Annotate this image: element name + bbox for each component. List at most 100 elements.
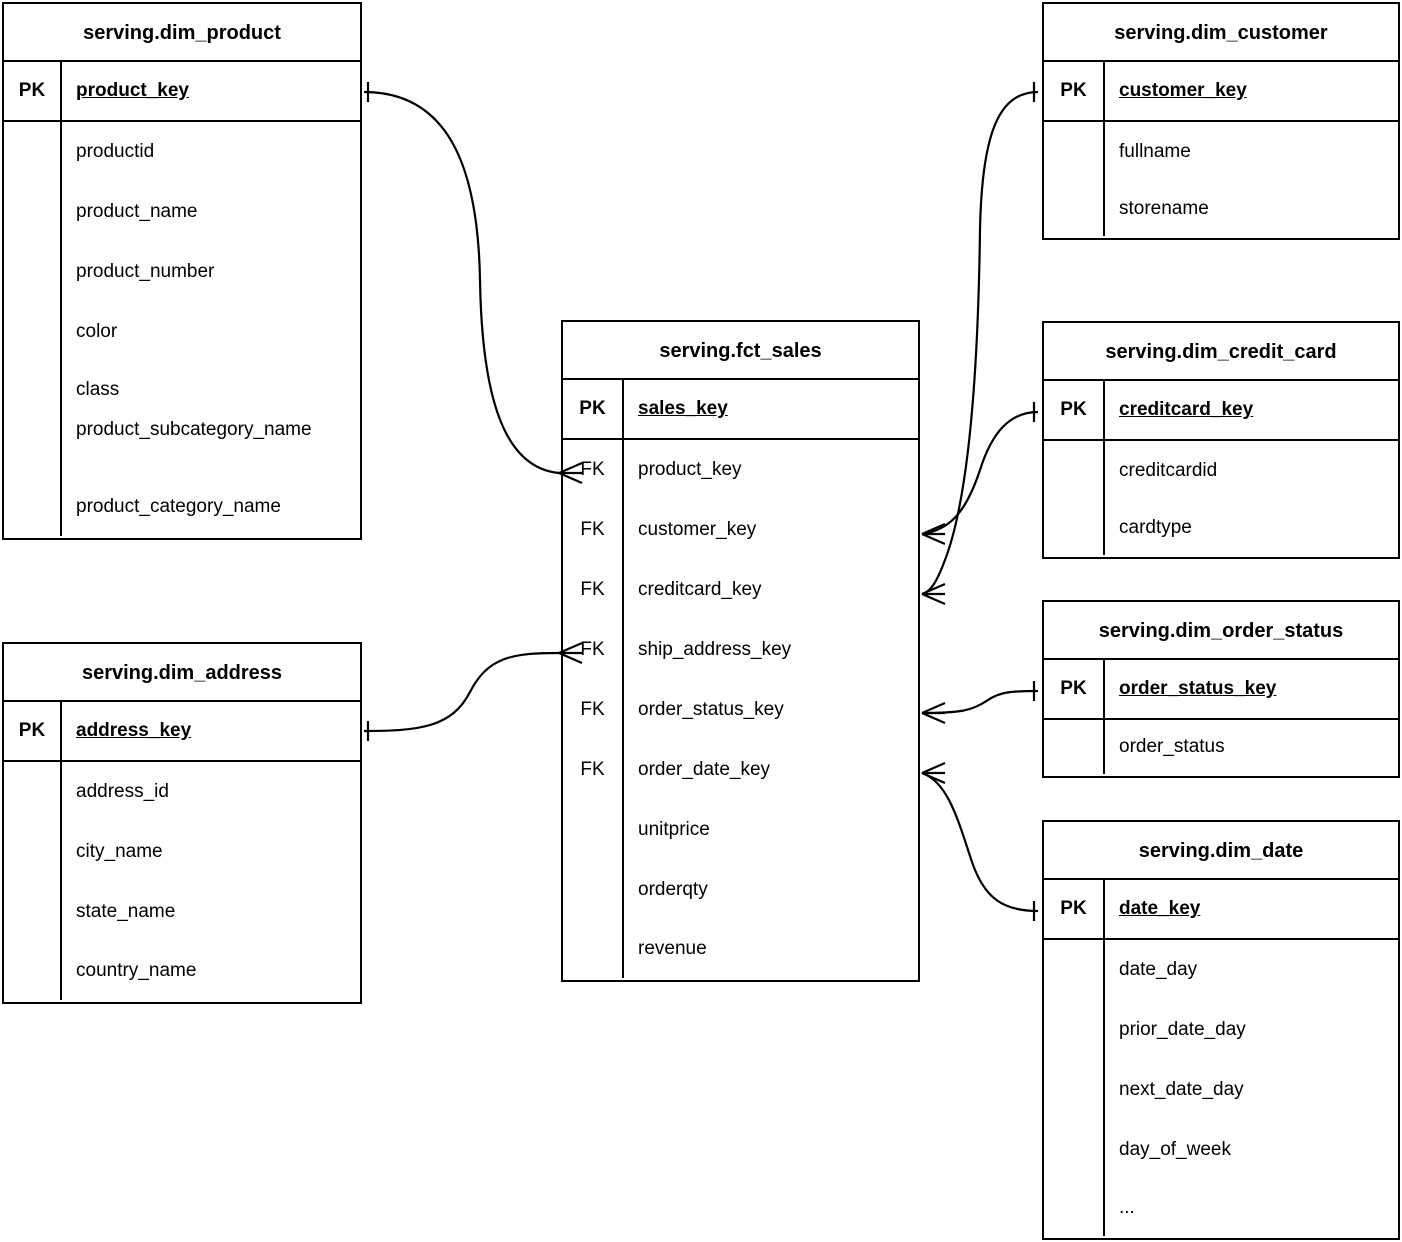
attribute-dim-credit-card-cardtype: cardtype — [1119, 517, 1192, 538]
entity-title-dim-product: serving.dim_product — [4, 4, 360, 62]
pk-row-dim-address: PK address_key — [4, 702, 360, 762]
relationship-creditcard — [921, 402, 1039, 546]
attribute-keycol-dim-address — [4, 762, 62, 1000]
entity-dim-product[interactable]: serving.dim_product PK product_key produ… — [2, 2, 362, 540]
rel-customer-line — [921, 90, 1039, 596]
fk-badge-fct-sales-customer-key: FK — [580, 519, 605, 540]
attribute-list-dim-order-status: order_status — [1105, 720, 1398, 774]
pk-row-dim-date: PK date_key — [1044, 880, 1398, 940]
pk-field-fct-sales-sales-key: sales_key — [638, 398, 728, 419]
pk-badge-dim-customer: PK — [1044, 62, 1105, 120]
entity-title-dim-address: serving.dim_address — [4, 644, 360, 702]
pk-row-dim-customer: PK customer_key — [1044, 62, 1398, 122]
fk-field-fct-sales-order-status-key: order_status_key — [638, 699, 784, 720]
relationship-orderstatus — [921, 681, 1039, 725]
attribute-dim-date-ellipsis: ... — [1119, 1197, 1135, 1218]
attribute-dim-address-country-name: country_name — [76, 960, 197, 981]
pk-field-dim-credit-card-creditcard-key: creditcard_key — [1119, 399, 1254, 420]
attribute-dim-date-next-date-day: next_date_day — [1119, 1079, 1244, 1100]
entity-title-dim-order-status: serving.dim_order_status — [1044, 602, 1398, 660]
attribute-list-dim-date: date_day prior_date_day next_date_day da… — [1105, 940, 1398, 1236]
attribute-dim-order-status-order-status: order_status — [1119, 736, 1225, 757]
entity-title-dim-date: serving.dim_date — [1044, 822, 1398, 880]
attribute-dim-product-product-subcategory-name: product_subcategory_name — [62, 417, 360, 479]
attribute-list-dim-customer: fullname storename — [1105, 122, 1398, 236]
entity-dim-order-status[interactable]: serving.dim_order_status PK order_status… — [1042, 600, 1400, 778]
attribute-keycol-dim-product — [4, 122, 62, 536]
pk-field-dim-customer-customer-key: customer_key — [1119, 80, 1247, 101]
entity-fct-sales[interactable]: serving.fct_sales PK sales_key FK FK FK … — [561, 320, 920, 982]
pk-badge-fct-sales: PK — [563, 380, 624, 438]
measure-fct-sales-orderqty: orderqty — [638, 879, 708, 900]
attribute-dim-product-productid: productid — [76, 141, 155, 162]
attribute-dim-customer-storename: storename — [1119, 198, 1209, 219]
entity-title-fct-sales: serving.fct_sales — [563, 322, 918, 380]
pk-field-dim-order-status-order-status-key: order_status_key — [1119, 678, 1277, 699]
measure-fct-sales-revenue: revenue — [638, 938, 707, 959]
measure-fct-sales-unitprice: unitprice — [638, 819, 710, 840]
attribute-block-dim-product: productid product_name product_number co… — [4, 122, 360, 536]
attribute-dim-product-class: class — [76, 378, 120, 400]
fk-field-fct-sales-order-date-key: order_date_key — [638, 759, 771, 780]
attribute-block-dim-order-status: order_status — [1044, 720, 1398, 774]
relationship-product — [363, 82, 583, 485]
rel-creditcard-line — [921, 410, 1039, 536]
attribute-block-dim-customer: fullname storename — [1044, 122, 1398, 236]
attribute-dim-customer-fullname: fullname — [1119, 141, 1191, 162]
attribute-block-fct-sales: FK FK FK FK FK FK product_key customer_k… — [563, 440, 918, 978]
relationship-customer — [921, 82, 1039, 606]
attribute-keycol-dim-customer — [1044, 122, 1105, 236]
entity-dim-customer[interactable]: serving.dim_customer PK customer_key ful… — [1042, 2, 1400, 240]
attribute-keycol-dim-order-status — [1044, 720, 1105, 774]
attribute-block-dim-credit-card: creditcardid cardtype — [1044, 441, 1398, 555]
pk-row-dim-credit-card: PK creditcard_key — [1044, 381, 1398, 441]
attribute-dim-date-day-of-week: day_of_week — [1119, 1139, 1231, 1160]
attribute-dim-product-product-number: product_number — [76, 261, 215, 282]
rel-date-crowsfoot — [921, 761, 946, 785]
entity-dim-date[interactable]: serving.dim_date PK date_key date_day pr… — [1042, 820, 1400, 1240]
fk-badge-fct-sales-order-date-key: FK — [580, 759, 605, 780]
entity-title-dim-customer: serving.dim_customer — [1044, 4, 1398, 62]
attribute-dim-product-product-name: product_name — [76, 201, 198, 222]
rel-address-line — [363, 651, 560, 733]
attribute-list-dim-address: address_id city_name state_name country_… — [62, 762, 360, 1000]
pk-badge-dim-order-status: PK — [1044, 660, 1105, 718]
attribute-dim-date-prior-date-day: prior_date_day — [1119, 1019, 1246, 1040]
field-list-fct-sales: product_key customer_key creditcard_key … — [624, 440, 918, 978]
attribute-keycol-dim-credit-card — [1044, 441, 1105, 555]
attribute-list-dim-product: productid product_name product_number co… — [62, 122, 360, 536]
fk-badge-fct-sales-creditcard-key: FK — [580, 579, 605, 600]
attribute-dim-product-color: color — [76, 321, 118, 342]
attribute-dim-address-state-name: state_name — [76, 901, 176, 922]
fk-field-fct-sales-creditcard-key: creditcard_key — [638, 579, 762, 600]
rel-orderstatus-line — [921, 689, 1039, 715]
entity-dim-address[interactable]: serving.dim_address PK address_key addre… — [2, 642, 362, 1004]
fk-badge-fct-sales-order-status-key: FK — [580, 699, 605, 720]
attribute-dim-date-date-day: date_day — [1119, 959, 1198, 980]
attribute-dim-address-city-name: city_name — [76, 841, 163, 862]
attribute-block-dim-address: address_id city_name state_name country_… — [4, 762, 360, 1000]
pk-row-dim-product: PK product_key — [4, 62, 360, 122]
attribute-dim-credit-card-creditcardid: creditcardid — [1119, 460, 1218, 481]
entity-dim-credit-card[interactable]: serving.dim_credit_card PK creditcard_ke… — [1042, 321, 1400, 559]
pk-row-dim-order-status: PK order_status_key — [1044, 660, 1398, 720]
rel-creditcard-crowsfoot — [921, 522, 946, 546]
attribute-dim-product-product-subcategory-name-text: product_subcategory_name — [76, 419, 312, 440]
relationship-date — [921, 761, 1039, 921]
pk-badge-dim-address: PK — [4, 702, 62, 760]
rel-date-line — [921, 771, 1039, 913]
fk-field-fct-sales-product-key: product_key — [638, 459, 742, 480]
pk-badge-dim-date: PK — [1044, 880, 1105, 938]
fk-badge-fct-sales-ship-address-key: FK — [580, 639, 605, 660]
pk-field-dim-product-product-key: product_key — [76, 80, 189, 101]
fk-field-fct-sales-customer-key: customer_key — [638, 519, 757, 540]
relationship-address — [363, 641, 583, 741]
attribute-dim-address-address-id: address_id — [76, 781, 169, 802]
rel-orderstatus-crowsfoot — [921, 701, 946, 725]
attribute-keycol-dim-date — [1044, 940, 1105, 1236]
rel-customer-crowsfoot — [921, 582, 946, 606]
pk-badge-dim-product: PK — [4, 62, 62, 120]
rel-product-line — [363, 90, 560, 475]
pk-field-dim-date-date-key: date_key — [1119, 898, 1201, 919]
